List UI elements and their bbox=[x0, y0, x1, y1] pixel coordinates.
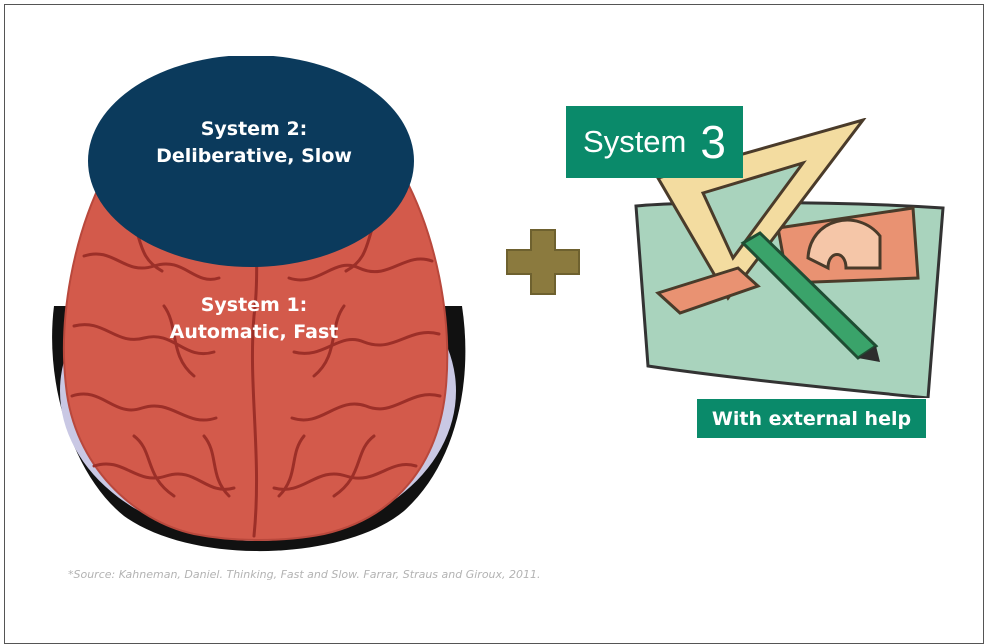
source-footnote: *Source: Kahneman, Daniel. Thinking, Fas… bbox=[68, 568, 541, 581]
drafting-tools-icon bbox=[634, 118, 945, 398]
system3-word: System bbox=[583, 124, 687, 159]
eraser-shape bbox=[655, 266, 761, 315]
system3-number: 3 bbox=[700, 116, 726, 168]
system2-subtitle: Deliberative, Slow bbox=[156, 145, 352, 167]
plus-icon bbox=[506, 229, 580, 295]
system1-subtitle: Automatic, Fast bbox=[169, 321, 339, 343]
external-help-badge: With external help bbox=[697, 399, 926, 438]
system1-label: System 1: Automatic, Fast bbox=[114, 292, 394, 346]
system2-title: System 2: bbox=[200, 118, 308, 140]
system2-ellipse bbox=[88, 56, 414, 267]
brain-illustration: System 2: Deliberative, Slow System 1: A… bbox=[44, 56, 474, 556]
brain-image bbox=[52, 56, 466, 552]
system1-title: System 1: bbox=[200, 294, 308, 316]
system2-label: System 2: Deliberative, Slow bbox=[114, 116, 394, 170]
system3-badge: System 3 bbox=[566, 106, 743, 178]
